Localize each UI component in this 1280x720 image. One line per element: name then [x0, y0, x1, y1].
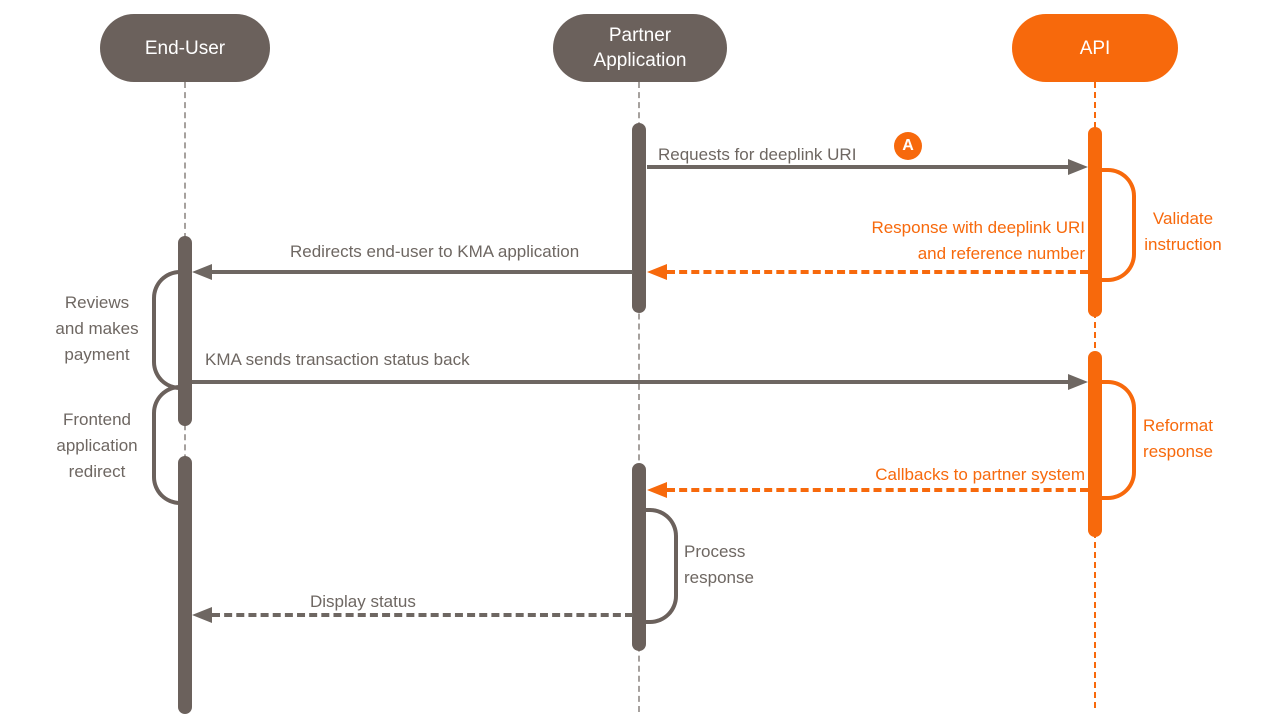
self-action-label-reformat-response: Reformat response: [1143, 416, 1213, 461]
partner-application-lifeline: [638, 82, 640, 712]
partner-application-activation-bar-1: [632, 123, 646, 313]
requests-deeplink-arrow: [647, 165, 1068, 169]
actor-partner-application: Partner Application: [553, 14, 727, 82]
self-action-label-validate-instruction: Validate instruction: [1144, 209, 1222, 254]
self-action-label-reviews-payment: Reviews and makes payment: [55, 293, 139, 364]
message-label-redirects-end-user: Redirects end-user to KMA application: [290, 242, 580, 261]
response-deeplink-arrowhead-icon: [647, 264, 667, 280]
process-response-bracket: [638, 508, 678, 624]
callbacks-arrow: [667, 488, 1088, 492]
frontend-redirect-bracket: [152, 385, 192, 505]
self-action-label-frontend-redirect: Frontend application redirect: [56, 410, 138, 481]
partner-application-activation-bar-2: [632, 463, 646, 651]
message-label-kma-status: KMA sends transaction status back: [205, 350, 470, 369]
redirects-end-user-arrowhead-icon: [192, 264, 212, 280]
requests-deeplink-arrowhead-icon: [1068, 159, 1088, 175]
display-status-arrow: [212, 613, 633, 617]
message-label-response-deeplink: Response with deeplink URI and reference…: [871, 218, 1085, 263]
api-activation-bar-1: [1088, 127, 1102, 317]
step-a-badge: A: [894, 132, 922, 160]
display-status-arrowhead-icon: [192, 607, 212, 623]
kma-status-arrowhead-icon: [1068, 374, 1088, 390]
actor-end-user: End-User: [100, 14, 270, 82]
response-deeplink-arrow: [667, 270, 1088, 274]
message-label-callbacks: Callbacks to partner system: [875, 465, 1085, 484]
validate-instruction-bracket: [1092, 168, 1136, 282]
end-user-activation-bar-2: [178, 456, 192, 714]
redirects-end-user-arrow: [212, 270, 633, 274]
message-label-display-status: Display status: [310, 592, 416, 611]
api-activation-bar-2: [1088, 351, 1102, 537]
self-action-label-process-response: Process response: [684, 542, 754, 587]
message-label-requests-deeplink: Requests for deeplink URI: [658, 145, 857, 164]
end-user-activation-bar-1: [178, 236, 192, 426]
reformat-response-bracket: [1092, 380, 1136, 500]
actor-api: API: [1012, 14, 1178, 82]
callbacks-arrowhead-icon: [647, 482, 667, 498]
kma-status-arrow: [192, 380, 1068, 384]
